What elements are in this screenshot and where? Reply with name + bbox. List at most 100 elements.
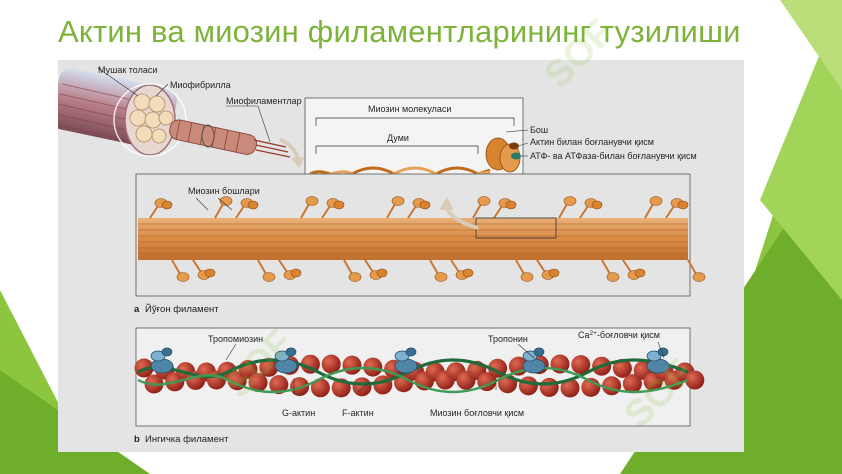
troponin-leader xyxy=(517,343,535,359)
g-actin-bead xyxy=(269,375,289,395)
myosin-head xyxy=(333,200,345,210)
g-actin-bead xyxy=(685,370,705,390)
myosin-head xyxy=(419,200,431,210)
myosin-head xyxy=(391,196,405,206)
heads-leader-2 xyxy=(217,197,233,211)
ca-site-leader xyxy=(657,341,665,359)
g-actin-bead xyxy=(310,378,330,398)
myosin-head xyxy=(176,272,190,282)
head-leader xyxy=(505,129,529,133)
fiber-leader xyxy=(97,67,139,97)
g-actin-bead xyxy=(259,357,279,377)
label-troponin: Тропонин xyxy=(488,334,528,344)
myosin-head xyxy=(376,268,388,278)
myosin-head xyxy=(219,196,233,206)
g-actin-bead xyxy=(518,376,538,396)
myosin-heads xyxy=(149,196,706,282)
label-tail: Думи xyxy=(387,133,409,143)
myosin-head-neck xyxy=(171,259,181,275)
caption-thin-filament: Ингичка филамент xyxy=(145,434,229,445)
myosin-head xyxy=(434,272,448,282)
myofilament-strands xyxy=(253,139,291,158)
f-actin-leader xyxy=(357,381,371,393)
myosin-head-neck xyxy=(665,205,675,219)
myosin-head-neck xyxy=(558,203,568,219)
myosin-head xyxy=(677,200,689,210)
label-head: Бош xyxy=(530,125,548,135)
heads-leader xyxy=(195,197,209,211)
myosin-head-neck xyxy=(321,205,331,219)
myosin-head-neck xyxy=(429,259,439,275)
myosin-head-neck xyxy=(149,205,159,219)
troponin-complex xyxy=(394,358,418,374)
myosin-head xyxy=(462,268,474,278)
myosin-head xyxy=(692,272,706,282)
atp-binding-site xyxy=(511,152,521,160)
myosin-head-neck xyxy=(687,259,697,275)
g-actin-bead xyxy=(571,355,591,375)
myosin-head-neck xyxy=(257,259,267,275)
troponin-subunit xyxy=(405,347,417,357)
right-green-facet-4 xyxy=(780,0,842,90)
troponin-subunit xyxy=(285,347,297,357)
label-myofibril: Миофибрилла xyxy=(170,80,231,90)
right-green-facet-3 xyxy=(760,0,842,300)
myosin-head-neck xyxy=(364,259,374,273)
label-f-actin: F-актин xyxy=(342,408,374,418)
myosin-head-neck xyxy=(214,203,224,219)
myosin-head-neck xyxy=(622,259,632,273)
myofibril-leader xyxy=(155,83,169,97)
g-actin-bead xyxy=(602,376,622,396)
muscle-fiber-illustration: Мушак толаси Миофибрилла Миофиламентлар xyxy=(58,65,305,168)
label-atp-binding-site: АТФ- ва АТФаза-билан боғланувчи қисм xyxy=(530,151,697,161)
myosin-head xyxy=(262,272,276,282)
myosin-head xyxy=(591,200,603,210)
myosin-head xyxy=(204,268,216,278)
myosin-head xyxy=(477,196,491,206)
label-actin-binding-site: Актин билан боғланувчи қисм xyxy=(530,137,654,147)
myosin-head-neck xyxy=(386,203,396,219)
caption-b-letter: b xyxy=(134,434,140,445)
myofilaments-leader xyxy=(226,105,271,143)
myosin-head xyxy=(305,196,319,206)
thin-filament-panel: Тропомиозин Тропонин Ca2+-боғловчи қисм … xyxy=(134,327,705,427)
g-actin-bead xyxy=(321,354,341,374)
troponin-complexes xyxy=(150,347,670,374)
myosin-head-neck xyxy=(450,259,460,273)
myofibril-bundles xyxy=(129,93,174,144)
g-actin-bead xyxy=(612,358,632,378)
g-actin-bead xyxy=(352,377,372,397)
myosin-head xyxy=(563,196,577,206)
troponin-complex xyxy=(150,358,174,374)
myosin-head xyxy=(247,200,259,210)
tropomyosin-leader xyxy=(225,343,237,361)
myosin-head xyxy=(634,268,646,278)
zoom-arrow-1-head xyxy=(291,157,305,168)
tropomyosin-strand-b xyxy=(137,366,689,394)
troponin-complex xyxy=(522,358,546,374)
myosin-head xyxy=(348,272,362,282)
molecule-bracket xyxy=(315,117,515,126)
caption-a-letter: a xyxy=(134,304,140,315)
caption-thick-filament: Йўғон филамент xyxy=(145,303,219,315)
label-myosin-molecule: Миозин молекуласи xyxy=(368,104,451,114)
label-ca-binding-site: Ca2+-боғловчи қисм xyxy=(578,330,660,340)
myosin-head-neck xyxy=(407,205,417,219)
myosin-head-neck xyxy=(278,259,288,273)
myosin-head-neck xyxy=(493,205,503,219)
myosin-head xyxy=(290,268,302,278)
myofibril-rod xyxy=(169,119,257,155)
myosin-head xyxy=(161,200,173,210)
thick-filament-core xyxy=(138,218,688,260)
troponin-complex xyxy=(646,358,670,374)
myosin-head xyxy=(606,272,620,282)
zoom-arrow-2-head xyxy=(439,197,454,210)
label-g-actin: G-актин xyxy=(282,408,315,418)
thick-filament-panel: Миозин бошлари xyxy=(135,173,706,297)
myofibril-highlight-ring xyxy=(113,83,187,157)
label-myosin-binding-site: Миозин боғловчи қисм xyxy=(430,408,524,418)
myosin-head xyxy=(548,268,560,278)
myosin-head xyxy=(649,196,663,206)
slide-title: Актин ва миозин филаментларининг тузилиш… xyxy=(58,14,741,49)
